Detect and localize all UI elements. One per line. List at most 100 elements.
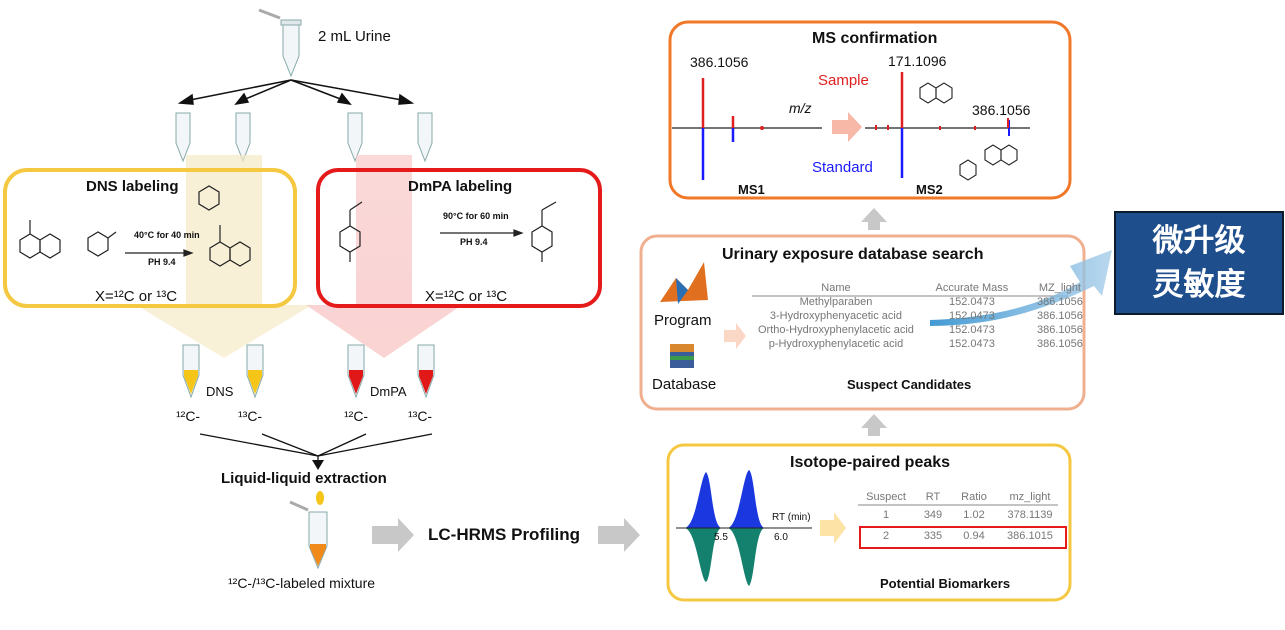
cell: 386.1056 xyxy=(1036,338,1083,350)
labeled-tubes-icon xyxy=(182,344,435,399)
dns-condition-temp: 40°C for 40 min xyxy=(134,230,200,240)
search-panel xyxy=(639,234,1086,411)
fragment-structure-icon xyxy=(919,82,1018,181)
dns-title: DNS labeling xyxy=(86,178,179,195)
cell: 378.1139 xyxy=(1007,508,1053,521)
cell: 152.0473 xyxy=(948,310,995,322)
cell: 152.0473 xyxy=(948,296,995,308)
dmpa-x-label: X=¹²C or ¹³C xyxy=(425,288,508,305)
ms2-label: MS2 xyxy=(916,182,943,197)
table-row: 3-Hydroxyphenyacetic acid 152.0473 386.105… xyxy=(752,309,1096,323)
ms-panel xyxy=(668,20,1072,200)
dns-x-label: X=¹²C or ¹³C xyxy=(95,288,178,305)
cell: 2 xyxy=(882,529,890,542)
cell: 386.1056 xyxy=(1036,324,1083,336)
header-mzlight: mz_light xyxy=(1009,491,1051,503)
merge-lines xyxy=(199,433,433,462)
cell: 1.02 xyxy=(963,508,985,521)
isotope-label-2: ¹³C- xyxy=(238,408,263,424)
table-header-row: Suspect RT Ratio mz_light xyxy=(858,490,1064,504)
header-ratio: Ratio xyxy=(961,491,987,503)
database-icon xyxy=(670,344,694,368)
cell: 3-Hydroxyphenyacetic acid xyxy=(769,310,902,322)
dns-tube-label: DNS xyxy=(206,384,234,399)
ms-title: MS confirmation xyxy=(812,30,938,47)
cell: 349 xyxy=(923,508,943,521)
rt-tick-1: 5.5 xyxy=(714,532,728,543)
dns-reaction-scheme xyxy=(19,185,251,267)
aliquot-tubes-icon xyxy=(175,112,433,163)
candidates-caption: Suspect Candidates xyxy=(847,377,972,392)
ms-standard-label: Standard xyxy=(812,159,873,176)
dns-panel xyxy=(3,168,297,308)
cell: 386.1056 xyxy=(1036,310,1083,322)
ms1-spectrum xyxy=(672,78,822,180)
program-label: Program xyxy=(654,312,712,329)
ms1-label: MS1 xyxy=(738,182,765,197)
cell: 386.1015 xyxy=(1007,529,1053,542)
table-row: Methylparaben 152.0473 386.1056 xyxy=(752,295,1096,309)
biomarkers-caption: Potential Biomarkers xyxy=(880,576,1011,591)
isotope-title: Isotope-paired peaks xyxy=(790,454,951,471)
ms-mz-label: m/z xyxy=(789,100,812,116)
ms-sample-label: Sample xyxy=(818,72,869,89)
isotope-label-3: ¹²C- xyxy=(344,408,369,424)
urine-label: 2 mL Urine xyxy=(318,28,391,45)
table-row: p-Hydroxyphenylacetic acid 152.0473 386.10… xyxy=(752,337,1096,351)
header-mz: MZ_light xyxy=(1038,282,1081,294)
header-name: Name xyxy=(821,282,851,294)
profiling-label: LC-HRMS Profiling xyxy=(428,525,581,544)
dmpa-panel xyxy=(316,168,602,308)
rt-tick-2: 6.0 xyxy=(774,532,788,543)
gray-arrow-2 xyxy=(598,518,640,552)
ms-peak-2: 171.1096 xyxy=(888,53,947,69)
candidates-table: Name Accurate Mass MZ_light Methylparabe… xyxy=(752,281,1096,351)
ms-pink-arrow xyxy=(832,112,862,142)
cell: 0.94 xyxy=(963,529,985,542)
database-label: Database xyxy=(652,376,717,393)
blue-trend-arrow xyxy=(930,250,1112,326)
header-rt: RT xyxy=(925,491,941,503)
isotope-label-4: ¹³C- xyxy=(408,408,433,424)
cell: 152.0473 xyxy=(948,338,995,350)
highlight-row-box xyxy=(859,526,1067,549)
up-arrow-2 xyxy=(861,208,887,230)
ms2-spectrum xyxy=(865,72,1030,178)
dmpa-condition-temp: 90°C for 60 min xyxy=(443,211,509,221)
gray-arrow-1 xyxy=(372,518,414,552)
extraction-label: Liquid-liquid extraction xyxy=(221,470,387,487)
urine-tube-icon xyxy=(258,8,302,78)
table-row-highlighted: 2 335 0.94 386.1015 xyxy=(858,525,1064,546)
search-arrow xyxy=(724,323,746,349)
matlab-icon xyxy=(660,262,708,304)
sensitivity-badge: 微升级 灵敏度 xyxy=(1114,211,1284,315)
merge-arrowhead xyxy=(312,460,324,470)
ms-peak-1: 386.1056 xyxy=(690,54,749,70)
cell: 335 xyxy=(923,529,943,542)
split-arrows xyxy=(177,79,415,106)
cell: 386.1056 xyxy=(1036,296,1083,308)
cell: Methylparaben xyxy=(799,296,873,308)
up-arrow-1 xyxy=(861,414,887,436)
dmpa-reaction-scheme xyxy=(339,201,557,262)
mixture-label: ¹²C-/¹³C-labeled mixture xyxy=(228,575,376,591)
badge-line-1: 微升级 xyxy=(1152,223,1246,258)
cell: 152.0473 xyxy=(948,324,995,336)
isotope-label-1: ¹²C- xyxy=(176,408,201,424)
dmpa-tube-label: DmPA xyxy=(370,384,407,399)
search-title: Urinary exposure database search xyxy=(722,246,984,263)
dmpa-title: DmPA labeling xyxy=(408,178,513,195)
cell: p-Hydroxyphenylacetic acid xyxy=(768,338,904,350)
isotope-panel xyxy=(666,443,1072,602)
isotope-arrow xyxy=(820,512,846,544)
header-suspect: Suspect xyxy=(866,491,906,503)
ms-peak-3: 386.1056 xyxy=(972,102,1031,118)
dns-condition-ph: PH 9.4 xyxy=(148,257,176,267)
mixture-tube-icon xyxy=(289,491,328,570)
header-mass: Accurate Mass xyxy=(935,282,1009,294)
table-header-row: Name Accurate Mass MZ_light xyxy=(752,281,1096,295)
